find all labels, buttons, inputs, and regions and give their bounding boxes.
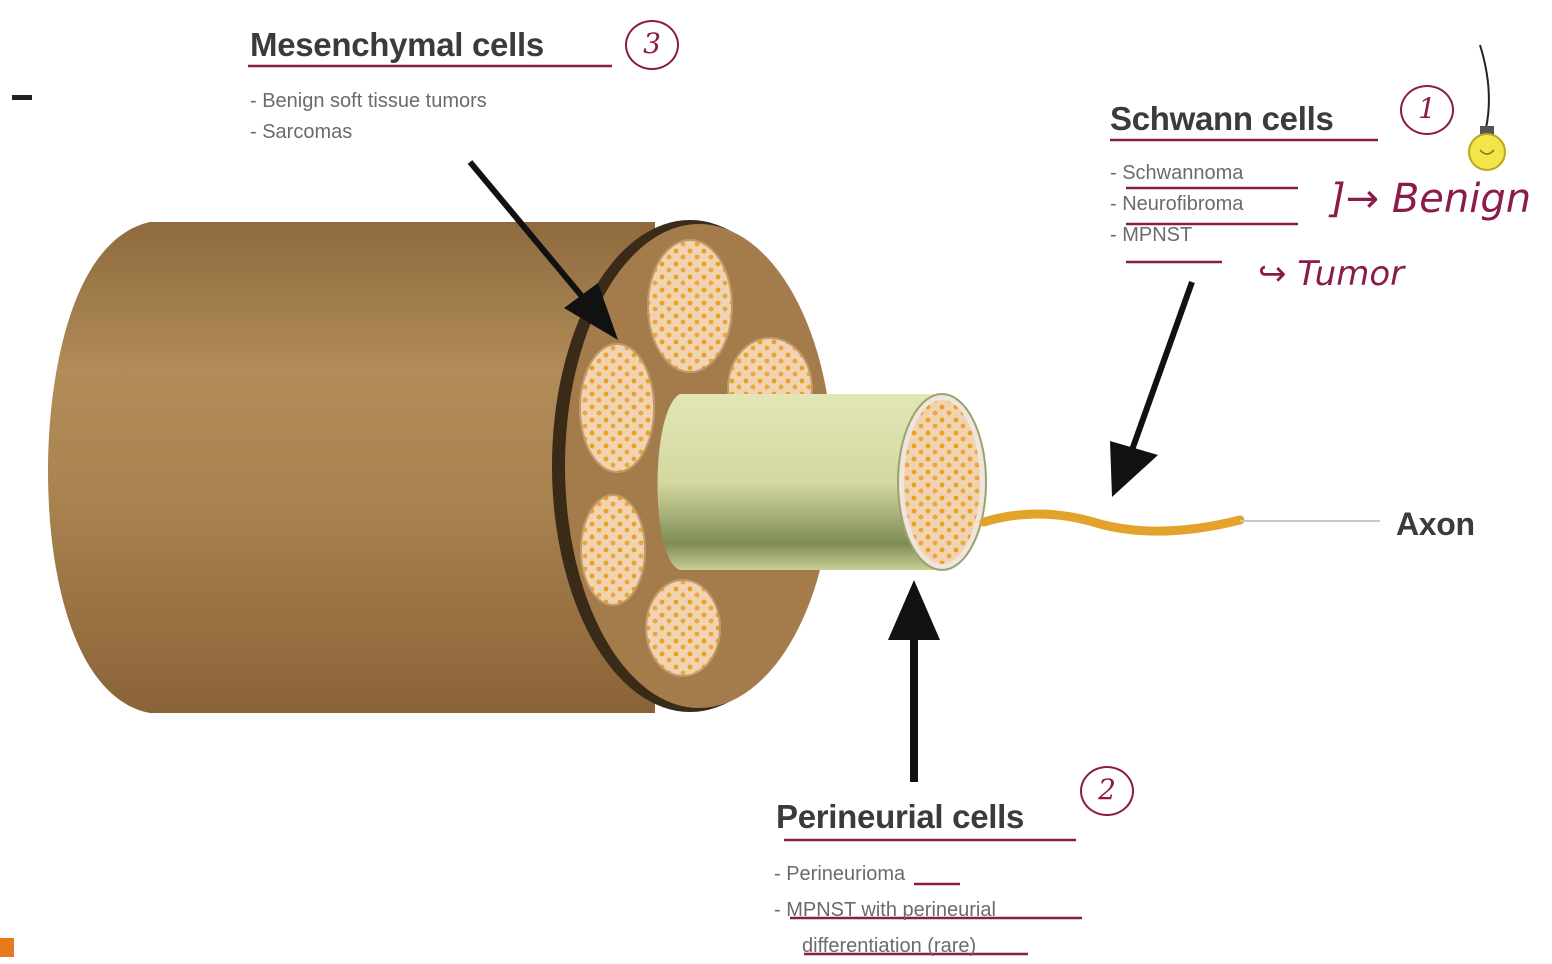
tumor-annotation: ↪ Tumor	[1258, 254, 1404, 294]
list-item: differentiation (rare)	[774, 928, 996, 964]
axon	[984, 514, 1380, 531]
perineurium-fascicle-dots	[904, 400, 980, 564]
benign-annotation: ]→ Benign	[1330, 176, 1531, 222]
list-item: - MPNST	[1110, 220, 1243, 251]
fascicle	[580, 344, 654, 472]
perineurial-number-circle: 2	[1080, 766, 1134, 816]
corner-mark	[0, 938, 14, 957]
list-item: - Neurofibroma	[1110, 189, 1243, 220]
arrow-perineurial-head	[888, 580, 940, 640]
fascicle	[646, 580, 720, 676]
list-item: - MPNST with perineurial	[774, 892, 996, 928]
arrow-schwann-head	[1110, 441, 1158, 497]
list-item: - Perineurioma	[774, 856, 996, 892]
dash-mark	[12, 95, 32, 100]
fascicle	[581, 495, 645, 605]
axon-label: Axon	[1396, 506, 1475, 543]
perineurium-cylinder	[658, 394, 987, 570]
arrow-schwann	[1132, 282, 1192, 450]
schwann-tumor-list: - Schwannoma - Neurofibroma - MPNST	[1110, 158, 1243, 251]
axon-myelin	[984, 514, 1240, 531]
perineurial-cells-label: Perineurial cells	[776, 798, 1024, 836]
mesenchymal-number-circle: 3	[625, 20, 679, 70]
perineurial-tumor-list: - Perineurioma - MPNST with perineurial …	[774, 856, 996, 964]
list-item: - Schwannoma	[1110, 158, 1243, 189]
mesenchymal-cells-label: Mesenchymal cells	[250, 26, 544, 64]
schwann-number-circle: 1	[1400, 85, 1454, 135]
fascicle	[648, 240, 732, 372]
schwann-cells-label: Schwann cells	[1110, 100, 1334, 138]
light-bulb-icon	[1469, 45, 1505, 170]
list-item: - Benign soft tissue tumors	[250, 86, 487, 117]
mesenchymal-tumor-list: - Benign soft tissue tumors - Sarcomas	[250, 86, 487, 148]
list-item: - Sarcomas	[250, 117, 487, 148]
